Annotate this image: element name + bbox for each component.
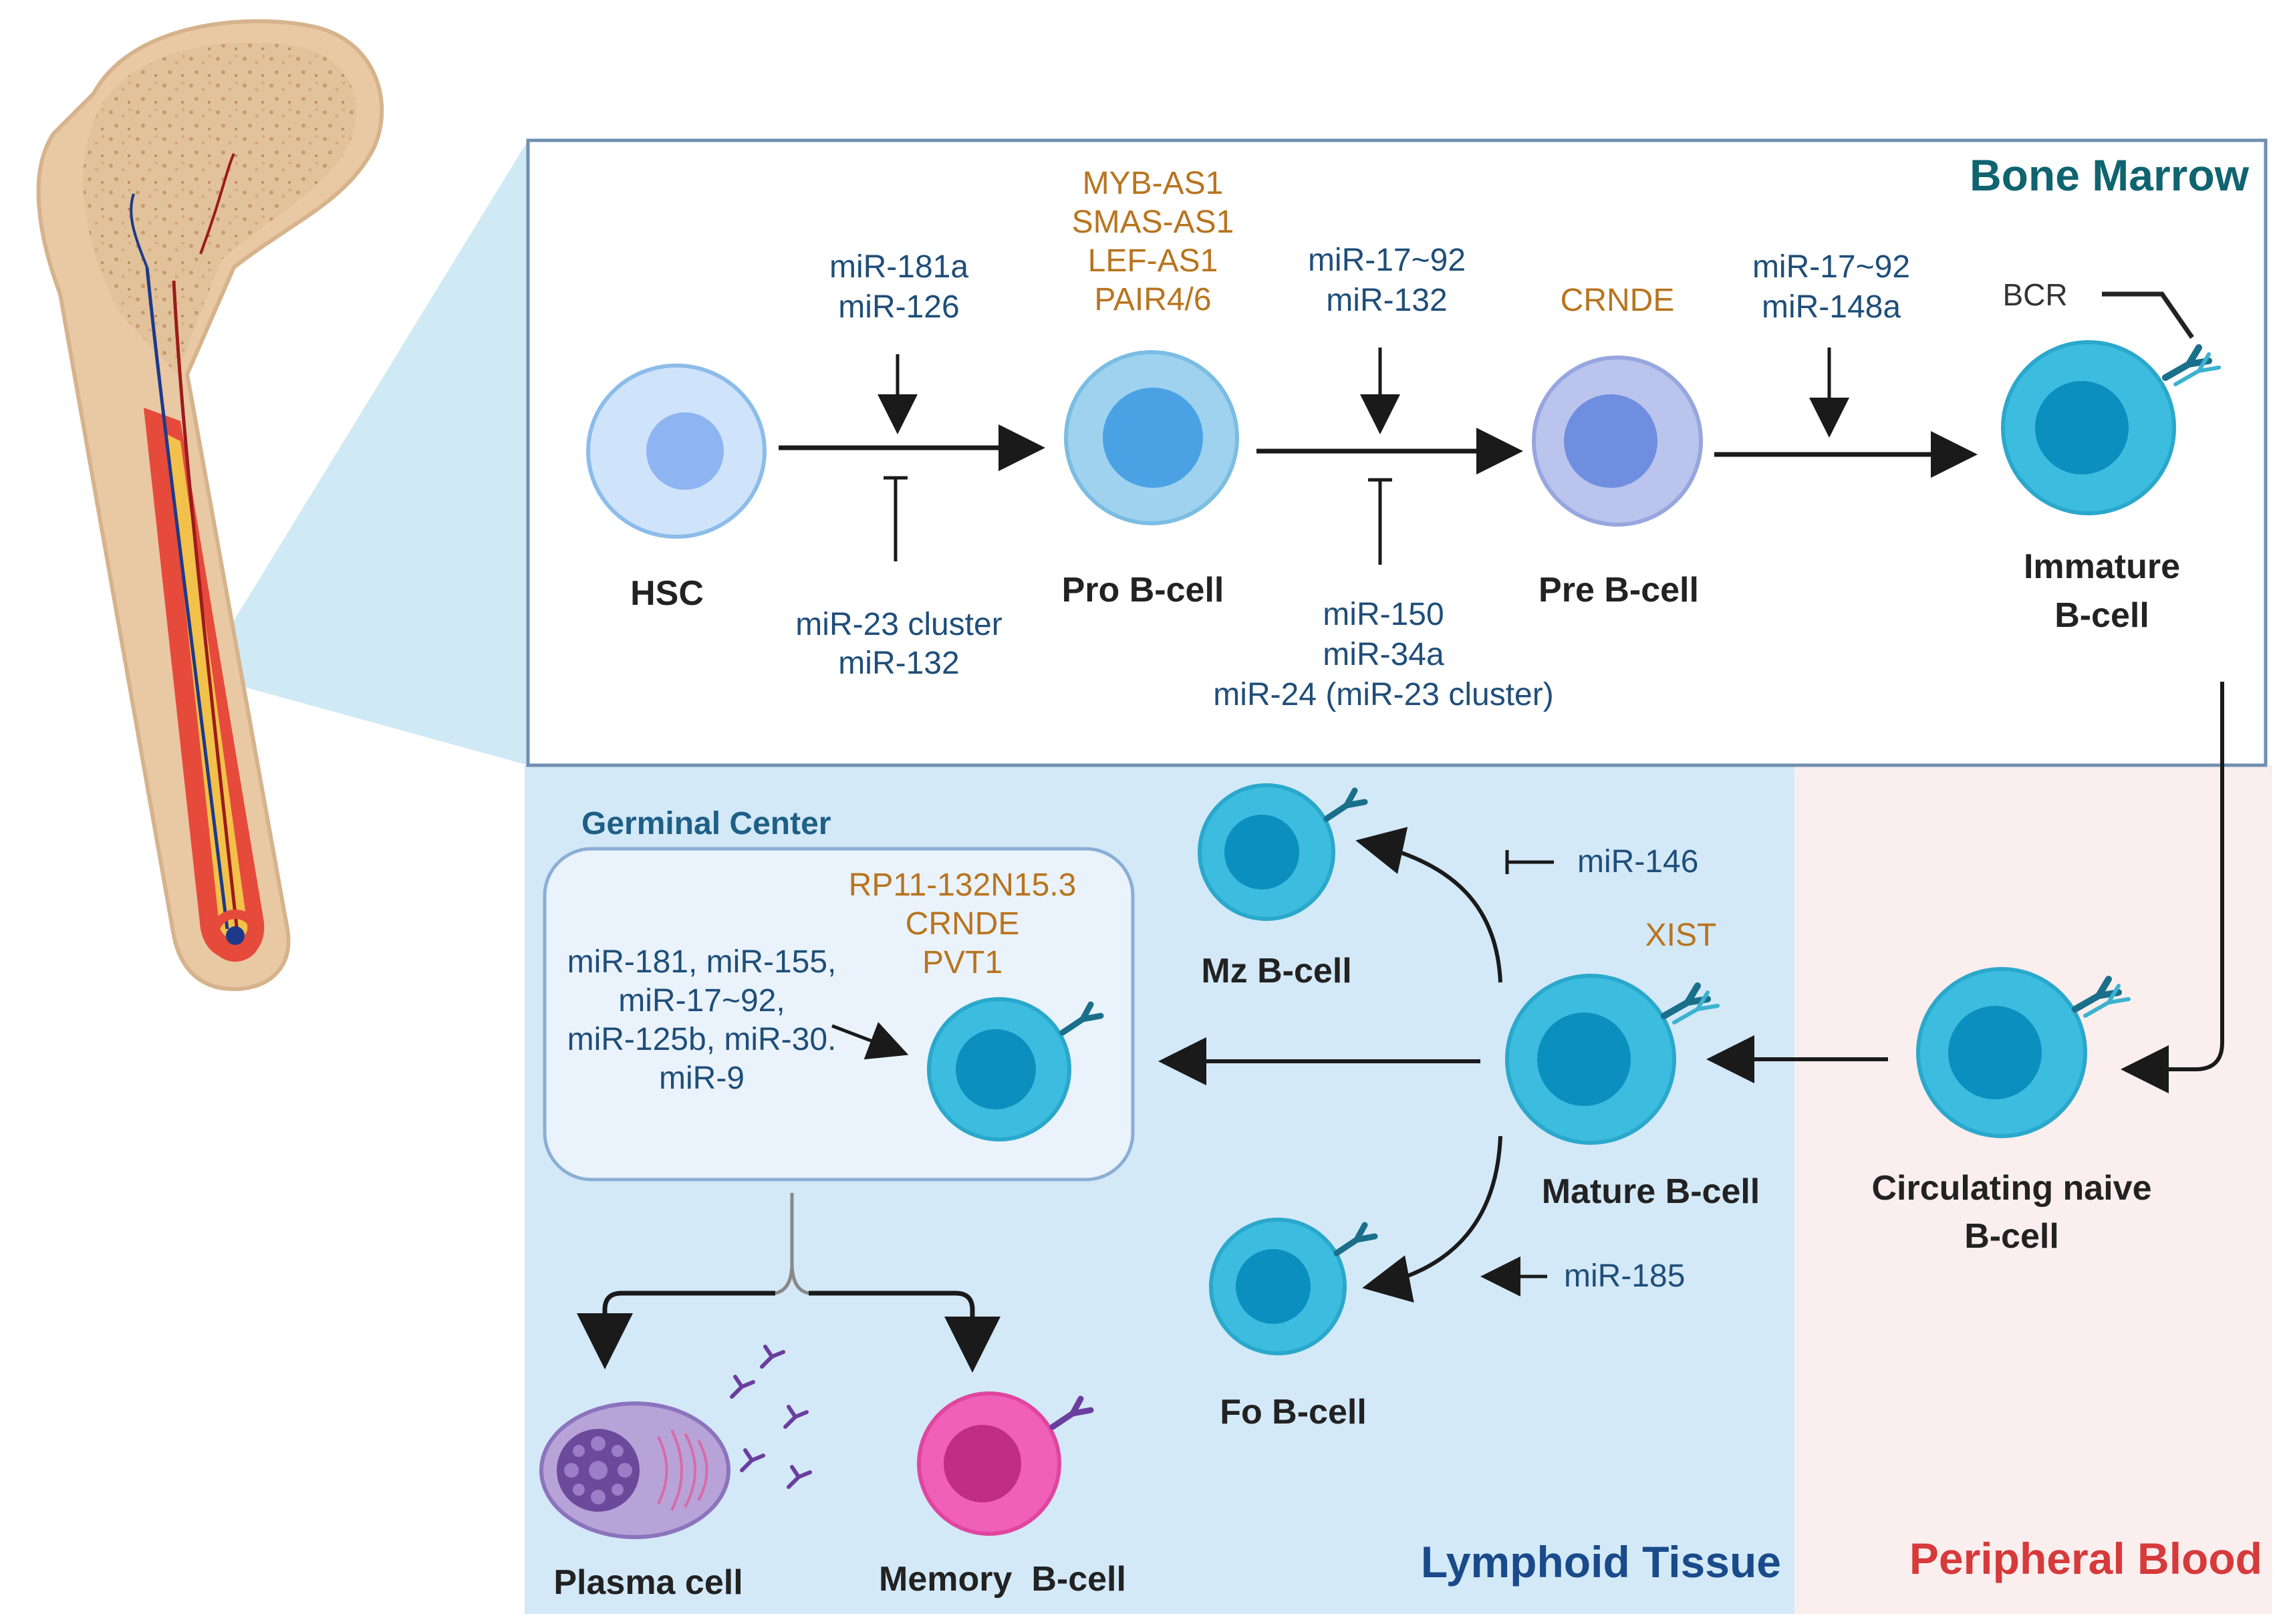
bcr-pointer — [2102, 291, 2194, 339]
circulating-naive-label-line2: B-cell — [1964, 1217, 2059, 1256]
mz-b-label: Mz B-cell — [1201, 952, 1351, 990]
pro-lncrna-1: MYB-AS1 — [1083, 166, 1224, 201]
pro-pre-inhibitor-3: miR-24 (miR-23 cluster) — [1213, 677, 1553, 712]
immature-b-label-line1: Immature — [2024, 547, 2180, 586]
gc-lncrna-3: PVT1 — [922, 945, 1002, 980]
gc-bcr-icon — [1059, 1001, 1104, 1036]
lymphoid-tissue-title: Lymphoid Tissue — [1421, 1537, 1781, 1587]
hsc-cell — [586, 364, 767, 539]
immature-b-cell — [2001, 340, 2176, 515]
memory-bcr-icon — [1049, 1395, 1094, 1430]
pro-pre-inhibitor-2: miR-34a — [1323, 637, 1444, 672]
hsc-pro-activator-1: miR-181a — [829, 249, 968, 285]
hsc-pro-inhibitor-1: miR-23 cluster — [795, 607, 1002, 642]
hsc-pro-inhibitor-2: miR-132 — [838, 646, 959, 681]
gc-mirna-2: miR-17~92, — [618, 983, 785, 1019]
gc-branch-stem — [775, 1193, 809, 1295]
bone-marrow-title: Bone Marrow — [1970, 150, 2250, 200]
hsc-label: HSC — [630, 574, 704, 613]
zoom-cone — [200, 140, 528, 765]
gc-lncrna-1: RP11-132N15.3 — [849, 867, 1077, 903]
fo-b-cell — [1209, 1218, 1347, 1355]
bcr-label: BCR — [2002, 277, 2067, 312]
mz-bcr-icon — [1323, 787, 1368, 822]
circulating-naive-label-line1: Circulating naive — [1872, 1169, 2152, 1208]
bcr-receptor-icon — [2162, 344, 2221, 386]
peripheral-blood-region — [1794, 765, 2272, 1614]
immature-b-label-line2: B-cell — [2054, 596, 2149, 635]
pre-immature-activator-1: miR-17~92 — [1752, 249, 1910, 285]
arrow-gc-to-plasma — [577, 1291, 775, 1369]
mz-b-cell — [1198, 783, 1335, 921]
gc-mirna-4: miR-9 — [659, 1061, 745, 1096]
gc-b-cell — [927, 997, 1071, 1141]
germinal-center-title: Germinal Center — [581, 806, 831, 841]
circulating-naive-b-cell — [1916, 967, 2087, 1138]
mature-lncrna: XIST — [1645, 918, 1717, 953]
arrow-mature-to-fo — [1362, 1135, 1502, 1303]
gc-mirna-1: miR-181, miR-155, — [567, 944, 837, 980]
pro-pre-activator-1: miR-17~92 — [1308, 243, 1466, 278]
fo-b-label: Fo B-cell — [1220, 1393, 1367, 1432]
memory-b-cell — [917, 1391, 1061, 1536]
gc-lncrna-2: CRNDE — [906, 906, 1020, 942]
pro-lncrna-3: LEF-AS1 — [1088, 243, 1218, 279]
pro-lncrna-2: SMAS-AS1 — [1072, 205, 1234, 240]
plasma-label: Plasma cell — [553, 1563, 743, 1602]
mature-b-label: Mature B-cell — [1542, 1172, 1760, 1211]
gc-mirna-arrow — [831, 1022, 909, 1060]
pre-lncrna: CRNDE — [1561, 283, 1675, 318]
pro-lncrna-4: PAIR4/6 — [1094, 282, 1211, 317]
pro-pre-activator-2: miR-132 — [1326, 283, 1447, 318]
pre-immature-activator-2: miR-148a — [1762, 289, 1901, 325]
plasma-cell — [539, 1401, 730, 1539]
pre-b-cell — [1532, 356, 1703, 527]
pro-pre-inhibitor-1: miR-150 — [1323, 597, 1444, 632]
pre-b-label: Pre B-cell — [1538, 571, 1699, 610]
mz-inhibitor: miR-146 — [1577, 844, 1698, 879]
mature-b-cell — [1505, 974, 1676, 1145]
gc-mirna-3: miR-125b, miR-30. — [567, 1022, 837, 1057]
fo-bcr-icon — [1333, 1222, 1378, 1256]
arrow-gc-to-memory — [809, 1291, 1000, 1373]
mature-bcr-icon — [1661, 982, 1720, 1025]
femur-illustration — [36, 19, 384, 992]
memory-label: Memory B-cell — [879, 1560, 1126, 1599]
pro-b-cell — [1064, 350, 1239, 525]
circulating-bcr-icon — [2072, 976, 2131, 1018]
fo-activator: miR-185 — [1564, 1258, 1685, 1294]
pro-b-label: Pro B-cell — [1062, 571, 1224, 610]
antibody-icons — [730, 1345, 812, 1489]
hsc-pro-activator-2: miR-126 — [838, 289, 959, 325]
arrow-mature-to-mz — [1355, 827, 1502, 983]
arrow-immature-to-circulating — [2121, 682, 2224, 1093]
peripheral-blood-title: Peripheral Blood — [1909, 1534, 2262, 1583]
